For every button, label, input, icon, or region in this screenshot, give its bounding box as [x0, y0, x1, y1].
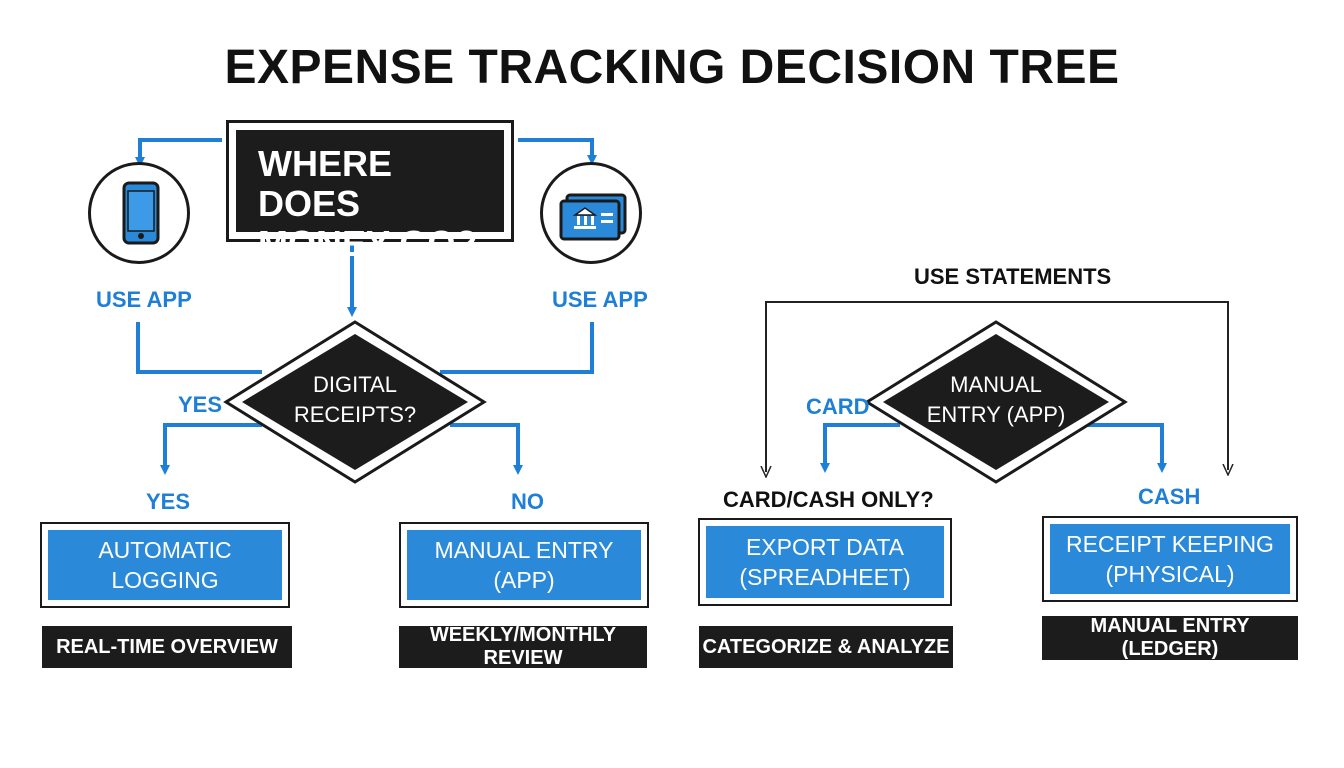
line-left-loop	[136, 322, 262, 374]
card-cash-only-label: CARD/CASH ONLY?	[723, 487, 934, 512]
line-use-statements	[765, 301, 1228, 470]
outcome-box-receipt-keeping: RECEIPT KEEPING (PHYSICAL)	[1042, 516, 1298, 602]
yes-branch-label: YES	[146, 489, 191, 514]
outcome-1-line-1: AUTOMATIC	[98, 537, 232, 563]
outcome-4-note: MANUAL ENTRY (LEDGER)	[1042, 615, 1298, 660]
diamond-digital-receipts	[223, 320, 487, 484]
yes-top-label: YES	[178, 392, 223, 417]
cash-label: CASH	[1138, 484, 1201, 509]
arrow-card	[820, 423, 900, 473]
arrow-cash	[1086, 423, 1167, 473]
phone-icon-circle	[88, 162, 190, 264]
outcome-2-line-2: (APP)	[493, 567, 555, 593]
arrow-no	[450, 423, 523, 475]
phone-icon	[122, 181, 160, 245]
outcome-4-line-2: (PHYSICAL)	[1105, 561, 1235, 587]
outcome-1-line-2: LOGGING	[111, 567, 219, 593]
diamond-manual-entry	[864, 320, 1128, 484]
outcome-box-automatic-logging: AUTOMATIC LOGGING	[40, 522, 290, 608]
root-line-2: MONEY GO?	[258, 223, 478, 264]
arrow-root-right	[518, 138, 597, 165]
outcome-3-note: CATEGORIZE & ANALYZE	[699, 626, 953, 668]
line-right-loop	[440, 322, 594, 374]
diamond-left-line-1: DIGITAL	[313, 372, 397, 397]
root-line-1: WHERE DOES	[258, 143, 392, 224]
outcome-3-line-2: (SPREADHEET)	[739, 564, 911, 590]
use-statements-label: USE STATEMENTS	[914, 264, 1112, 289]
outcome-2-note: WEEKLY/MONTHLY REVIEW	[399, 624, 647, 669]
outcome-1-note: REAL-TIME OVERVIEW	[42, 626, 292, 668]
diagram-title: EXPENSE TRACKING DECISION TREE	[224, 41, 1120, 94]
no-branch-label: NO	[511, 489, 544, 514]
card-label: CARD	[806, 394, 870, 419]
outcome-box-manual-entry-app: MANUAL ENTRY (APP)	[399, 522, 649, 608]
outcome-3-line-1: EXPORT DATA	[745, 534, 905, 560]
arrow-yes	[160, 423, 262, 475]
diamond-right-text: MANUAL ENTRY (APP)	[916, 370, 1076, 430]
outcome-4-line-1: RECEIPT KEEPING	[1066, 531, 1274, 557]
bank-card-icon-circle	[540, 162, 642, 264]
outcome-box-export-data: EXPORT DATA (SPREADHEET)	[698, 518, 952, 606]
diamond-left-line-2: RECEIPTS?	[293, 402, 417, 427]
left-use-app-label: USE APP	[96, 287, 192, 312]
bank-card-icon	[559, 193, 627, 241]
diamond-left-text: DIGITAL RECEIPTS?	[275, 370, 435, 430]
root-question-box: WHERE DOES MONEY GO?	[226, 120, 514, 264]
right-use-app-label: USE APP	[552, 287, 648, 312]
outcome-2-line-1: MANUAL ENTRY	[434, 537, 614, 563]
diamond-right-line-2: ENTRY (APP)	[926, 402, 1066, 427]
diamond-right-line-1: MANUAL	[950, 372, 1042, 397]
arrow-root-left	[135, 138, 222, 167]
